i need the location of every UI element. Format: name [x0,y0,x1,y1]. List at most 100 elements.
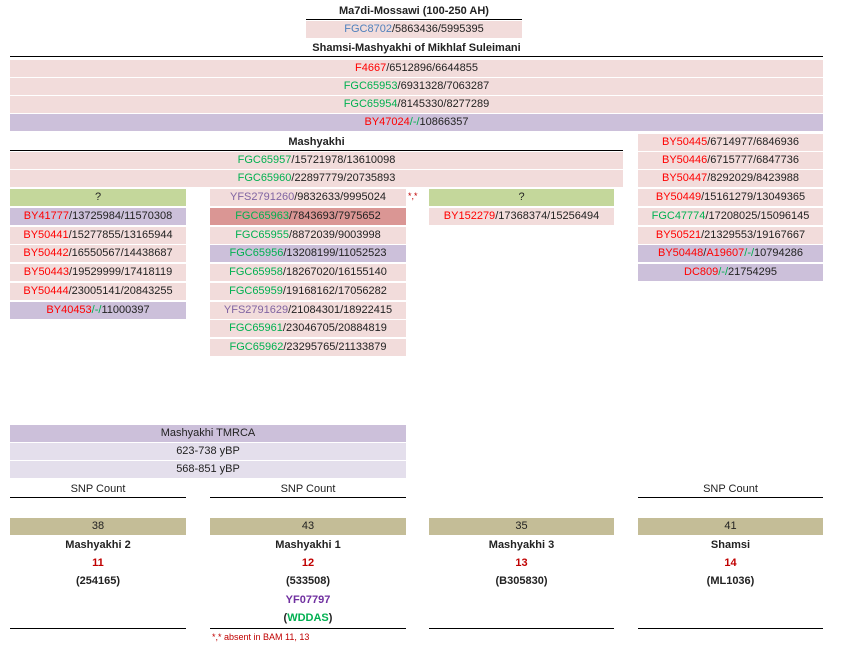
kit-divider [638,628,823,629]
snp-label: FGC47774 [651,210,706,222]
snp-label: FGC65954 [343,98,398,110]
snp-positions: 10794286 [754,247,803,259]
snp-separator: /-/ [718,266,729,278]
row-dc809: DC809/-/21754295 [638,264,823,281]
row-fgc47774: FGC47774/17208025/15096145 [638,208,823,225]
snp-label: BY50442 [23,247,69,259]
snp-label: BY50444 [23,285,69,297]
row-fgc65953: FGC65953/6931328/7063287 [10,78,823,95]
snp-label: FGC65955 [235,229,290,241]
snp-label: BY152279 [443,210,496,222]
snp-label: FGC65959 [229,285,283,297]
col3-header: ? [429,189,614,206]
snp-separator: /-/ [409,116,420,128]
snp-label: BY50449 [655,191,702,203]
row-by50521: BY50521/21329553/19167667 [638,227,823,244]
kit-divider [10,628,186,629]
snp-label: FGC65958 [229,266,283,278]
snp-positions: /23005141/20843255 [68,285,173,297]
paren-close: ) [328,612,333,624]
row-by50444: BY50444/23005141/20843255 [10,283,186,300]
snp-label: BY50448 [658,247,704,259]
row-yfs2791260: YFS2791260/9832633/9995024 [210,189,406,206]
kit-name: Mashyakhi 1 [275,539,341,551]
kit-bam-number: 12 [301,557,315,569]
snp-positions: 10866357 [419,116,469,128]
kit-id: (533508) [285,575,331,587]
snp-positions: /21084301/18922415 [288,304,393,316]
paren-open: ( [283,612,288,624]
snp-label: FGC8702 [344,23,392,35]
row-by47024: BY47024/-/10866357 [10,114,823,131]
snp-label: FGC65953 [343,80,398,92]
snp-label: BY50443 [23,266,70,278]
snp-label: FGC65963 [235,210,290,222]
snp-label: FGC65956 [229,247,284,259]
row-by50442: BY50442/16550567/14438687 [10,245,186,262]
row-fgc65956: FGC65956/13208199/11052523 [210,245,406,262]
snp-positions: /5863436/5995395 [391,23,484,35]
snp-positions: /19529999/17418119 [69,266,173,278]
kit-id: (B305830) [495,575,548,587]
snp-positions: 21754295 [728,266,777,278]
kit-bam-number: 13 [515,557,528,569]
title-madi-mossawi: Ma7di-Mossawi (100-250 AH) [306,3,522,20]
snp-label: YFS2791629 [223,304,289,316]
snp-positions: /23046705/20884819 [282,322,387,334]
snp-positions: /6931328/7063287 [397,80,490,92]
kit-name: Mashyakhi 3 [488,539,555,551]
snp-positions: /7843693/7975652 [289,210,381,222]
snp-label: FGC65961 [229,322,283,334]
snp-label: BY50446 [661,154,708,166]
footnote: *,* absent in BAM 11, 13 [212,632,310,642]
snp-positions: /13725984/11570308 [69,210,173,222]
snp-positions: 11000397 [101,304,150,316]
kit-name: Mashyakhi 2 [65,539,131,551]
kit-bam-number: 14 [724,557,737,569]
row-fgc65959: FGC65959/19168162/17056282 [210,283,406,300]
snp-positions: /22897779/20735893 [291,172,396,184]
snp-label: BY40453 [46,304,92,316]
row-by50448: BY50448/A19607/-/10794286 [638,245,823,262]
snp-positions: /17208025/15096145 [705,210,810,222]
snp-separator: /-/ [91,304,102,316]
row-by152279: BY152279/17368374/15256494 [429,208,614,225]
snp-positions: /17368374/15256494 [495,210,600,222]
snp-count-value: 43 [210,518,406,535]
snp-positions: /8292029/8423988 [707,172,800,184]
snp-label: BY50441 [23,229,69,241]
snp-count-value: 35 [429,518,614,535]
col1-header: ? [10,189,186,206]
tmrca-range-1: 623-738 yBP [10,443,406,460]
row-by40453: BY40453/-/11000397 [10,302,186,319]
row-fgc65960: FGC65960/22897779/20735893 [10,170,623,187]
snp-positions: /15277855/13165944 [68,229,173,241]
row-fgc65961: FGC65961/23046705/20884819 [210,320,406,337]
row-f4667: F4667/6512896/6644855 [10,60,823,77]
snp-count-label-1: SNP Count [10,481,186,498]
row-fgc65955: FGC65955/8872039/9003998 [210,227,406,244]
snp-positions: /21329553/19167667 [701,229,806,241]
snp-label: DC809 [684,266,719,278]
row-by41777: BY41777/13725984/11570308 [10,208,186,225]
row-by50445: BY50445/6714977/6846936 [638,134,823,151]
row-fgc65958: FGC65958/18267020/16155140 [210,264,406,281]
snp-label: YFS2791260 [230,191,295,203]
row-fgc65963: FGC65963/7843693/7975652 [210,208,406,225]
snp-count-value: 38 [10,518,186,535]
snp-label: BY47024 [364,116,410,128]
snp-label: F4667 [355,62,387,74]
snp-positions: /6715777/6847736 [707,154,800,166]
title-shamsi-mashyakhi: Shamsi-Mashyakhi of Mikhlaf Suleimani [10,40,823,57]
snp-label: BY41777 [23,210,70,222]
snp-separator: /-/ [744,247,755,259]
kit-divider [210,628,406,629]
snp-positions: /16550567/14438687 [68,247,173,259]
row-by50447: BY50447/8292029/8423988 [638,170,823,187]
snp-positions: /8872039/9003998 [289,229,381,241]
row-by50443: BY50443/19529999/17418119 [10,264,186,281]
snp-separator: / [703,247,707,259]
snp-label: BY50445 [661,136,708,148]
title-mashyakhi: Mashyakhi [10,134,623,151]
snp-positions: /19168162/17056282 [282,285,387,297]
